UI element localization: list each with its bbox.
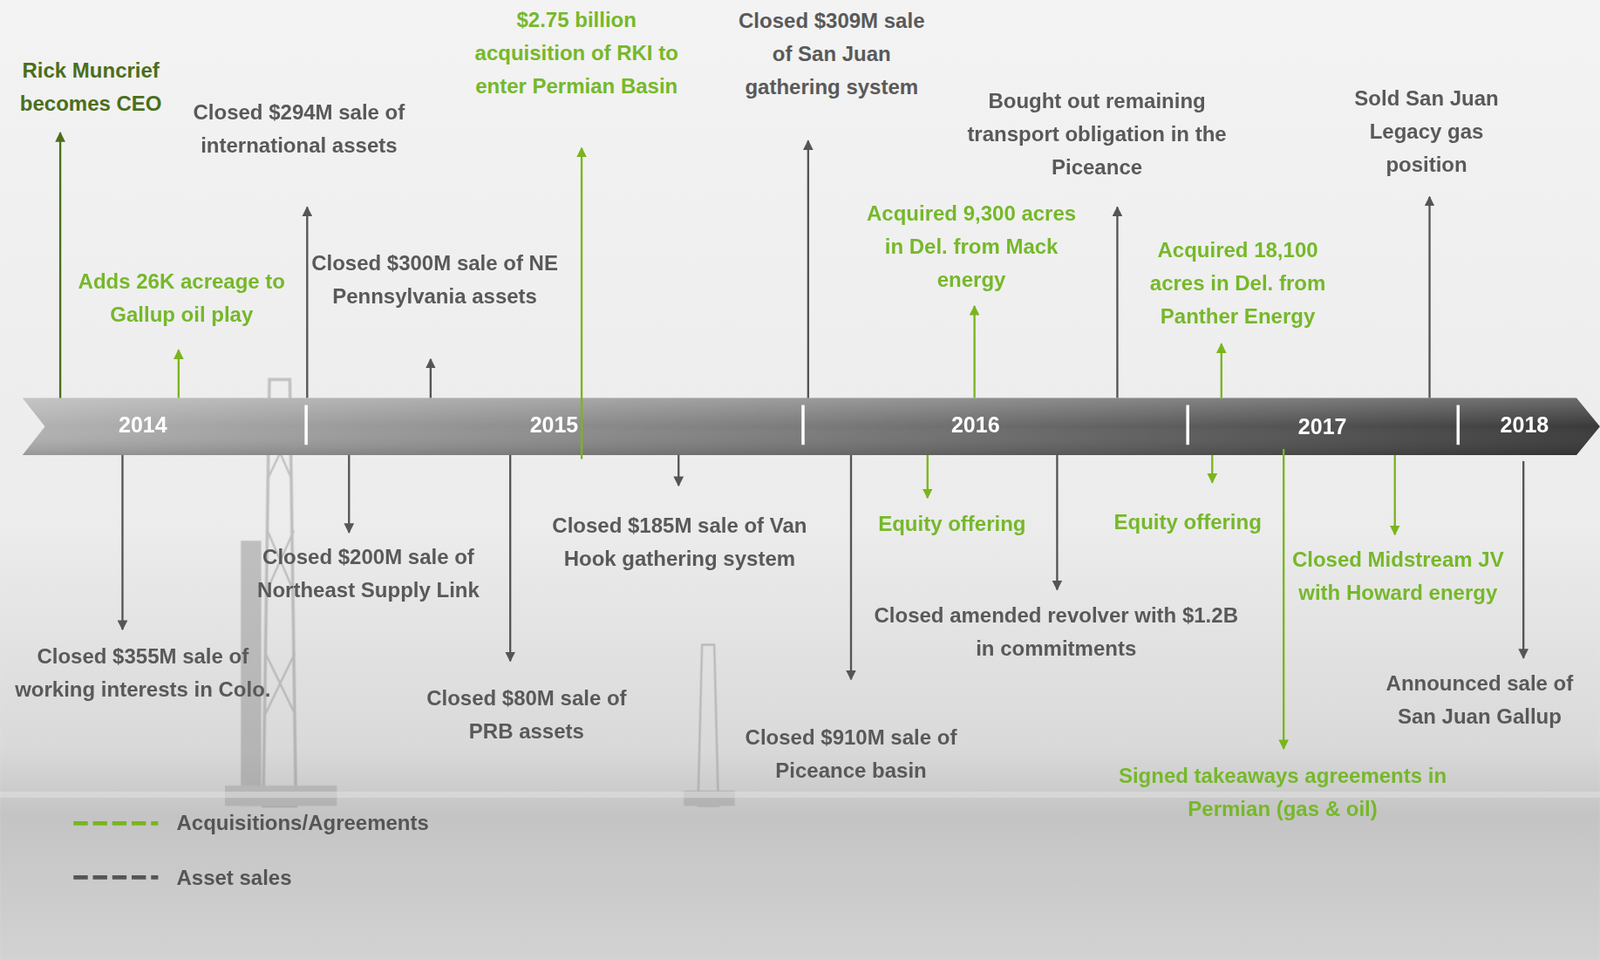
event-label: Sold San Juan Legacy gas position — [1340, 81, 1514, 182]
event-label: Closed $910M sale of Piceance basin — [733, 721, 968, 788]
event-label: Closed $294M sale of international asset… — [183, 95, 414, 163]
event-label: $2.75 billion acquisition of RKI to ente… — [466, 3, 687, 103]
event-label: Rick Muncrief becomes CEO — [0, 54, 188, 121]
event-label: Closed $309M sale of San Juan gathering … — [727, 4, 937, 104]
event-label: Closed amended revolver with $1.2B in co… — [872, 599, 1240, 666]
event-label: Equity offering — [1085, 505, 1290, 539]
oil-derricks — [0, 379, 1600, 806]
year-label: 2017 — [1298, 409, 1348, 443]
event-label: Closed $185M sale of Van Hook gathering … — [549, 509, 810, 576]
year-label: 2018 — [1500, 408, 1550, 442]
year-dividers — [306, 405, 1458, 446]
event-label: Closed $300M sale of NE Pennsylvania ass… — [306, 246, 563, 314]
year-label: 2016 — [951, 408, 1001, 442]
year-label: 2014 — [118, 408, 168, 442]
event-label: Acquired 9,300 acres in Del. from Mack e… — [856, 197, 1086, 297]
event-label: Closed Midstream JV with Howard energy — [1284, 543, 1512, 610]
event-label: Adds 26K acreage to Gallup oil play — [64, 265, 300, 332]
timeline-bar-shade — [22, 397, 1600, 456]
timeline-bar — [22, 397, 1600, 456]
year-label: 2015 — [530, 408, 579, 442]
legend-text: Asset sales — [176, 861, 292, 895]
leader-arrows — [60, 132, 1524, 749]
event-label: Acquired 18,100 acres in Del. from Panth… — [1128, 233, 1349, 334]
legend-samples — [73, 823, 158, 878]
legend-text: Acquisitions/Agreements — [176, 806, 429, 840]
event-label: Bought out remaining transport obligatio… — [959, 84, 1235, 184]
event-label: Closed $80M sale of PRB assets — [401, 681, 653, 749]
event-label: Signed takeaways agreements in Permian (… — [1086, 759, 1480, 826]
event-label: Closed $200M sale of Northeast Supply Li… — [255, 540, 483, 607]
event-label: Announced sale of San Juan Gallup — [1367, 667, 1592, 734]
event-label: Closed $355M sale of working interests i… — [13, 640, 273, 707]
event-label: Equity offering — [850, 507, 1055, 541]
